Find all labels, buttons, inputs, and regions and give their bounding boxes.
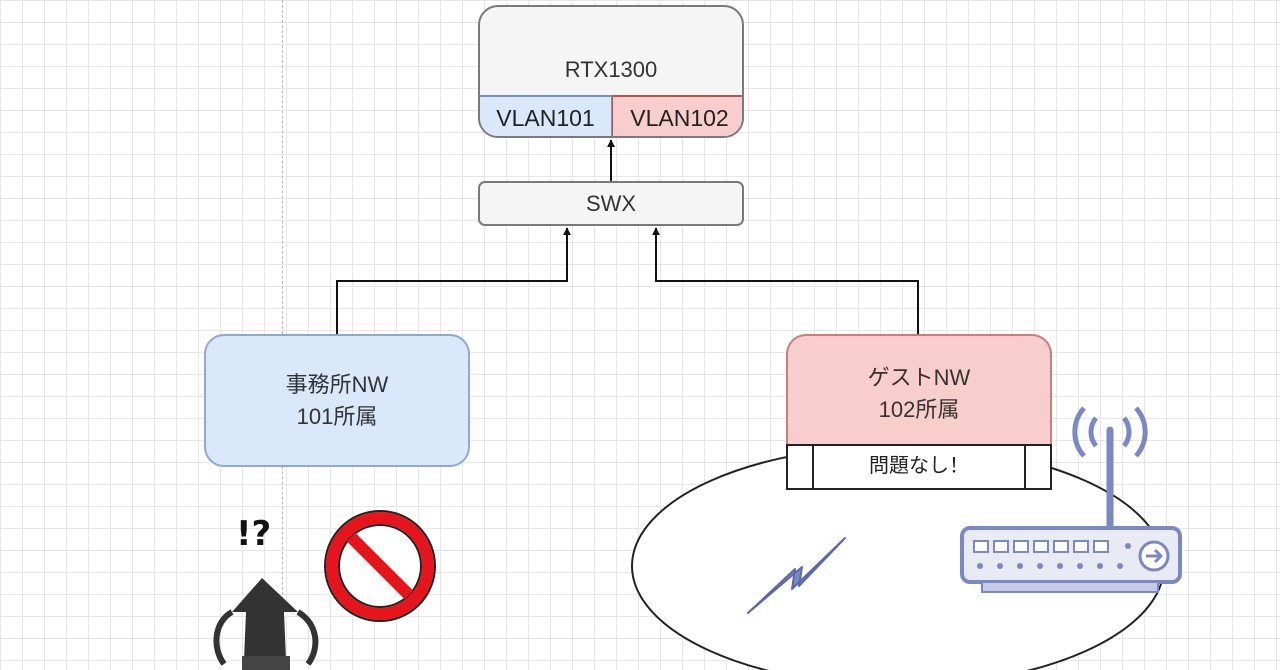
router-title: RTX1300 — [564, 57, 658, 82]
office-network-vlan-label: 101所属 — [296, 403, 378, 429]
guest-network-label: ゲストNW — [867, 365, 971, 390]
office-network-label: 事務所NW — [285, 371, 389, 397]
vlan102-port: VLAN102 — [612, 95, 742, 136]
wireless-router-icon — [960, 406, 1182, 593]
vlan101-port: VLAN101 — [480, 95, 612, 136]
guest-network-node: ゲストNW 102所属 — [786, 334, 1052, 444]
person-icon — [213, 578, 319, 670]
connector-guest-to-swx — [652, 227, 919, 334]
guest-network-vlan-label: 102所属 — [878, 397, 960, 422]
router-node: RTX1300 VLAN101 VLAN102 — [478, 5, 744, 138]
guest-status-note: 問題なし！ — [786, 444, 1052, 490]
connector-office-to-swx — [336, 227, 571, 334]
prohibited-icon — [324, 510, 436, 622]
wireless-signal-icon — [747, 537, 846, 614]
switch-node: SWX — [478, 181, 744, 226]
office-network-node: 事務所NW 101所属 — [204, 334, 470, 467]
surprise-mark: !? — [236, 514, 272, 554]
